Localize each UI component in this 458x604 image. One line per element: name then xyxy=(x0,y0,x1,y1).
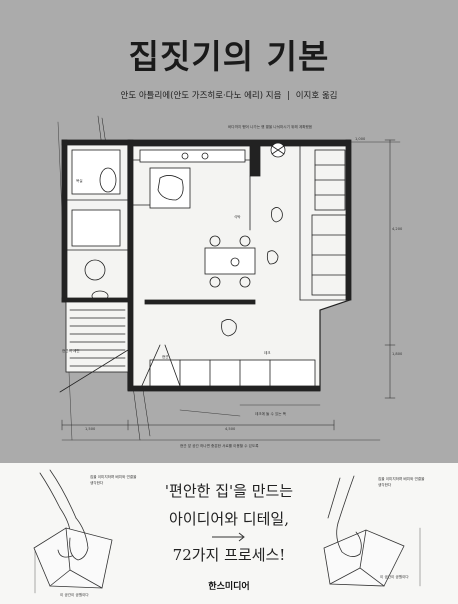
svg-text:4,200: 4,200 xyxy=(392,227,403,231)
svg-text:4,500: 4,500 xyxy=(225,427,236,431)
tagline-line-3: 72가지 프로세스! xyxy=(172,546,286,564)
tagline-line-2: 아이디어와 디테일, xyxy=(169,510,289,528)
book-title: 집짓기의 기본 xyxy=(128,37,330,76)
translator-role: 옮김 xyxy=(321,91,338,101)
svg-text:1,500: 1,500 xyxy=(85,427,96,431)
svg-text:현관: 현관 xyxy=(162,354,169,359)
translator-name: 이지호 xyxy=(295,91,320,101)
hand-holding-model-right: 집을 이미지하며 배치와 연결을 생각한다 이 공간이 공원이다 xyxy=(323,475,425,587)
svg-text:1,000: 1,000 xyxy=(355,137,366,141)
author-line: 안도 아틀리에(안도 가즈히로·다노 에리) 지음 | 이지호 옮김 xyxy=(0,89,458,101)
publisher-logo: 한스미디어 xyxy=(208,582,250,592)
svg-text:이 공간이 공원이다: 이 공간이 공원이다 xyxy=(380,574,409,579)
svg-text:데크에 둘 수 있는 폭: 데크에 둘 수 있는 폭 xyxy=(255,411,287,416)
svg-text:집을 이미지하며 배치와 연결을: 집을 이미지하며 배치와 연결을 xyxy=(378,476,425,481)
author-names: 안도 아틀리에(안도 가즈히로·다노 에리) xyxy=(120,91,264,101)
svg-text:바다까지 뻗어 나가는 햇 볕을 나눠마시기 위해 계획했음: 바다까지 뻗어 나가는 햇 볕을 나눠마시기 위해 계획했음 xyxy=(228,124,313,129)
svg-text:집을 이미지하며 배치와 연결을: 집을 이미지하며 배치와 연결을 xyxy=(90,474,137,479)
svg-text:식탁: 식탁 xyxy=(234,214,241,219)
svg-text:생각한다: 생각한다 xyxy=(90,480,104,485)
svg-text:데크: 데크 xyxy=(264,350,271,355)
author-role: 지음 xyxy=(265,91,282,101)
svg-text:생각한다: 생각한다 xyxy=(378,482,392,487)
author-separator: | xyxy=(287,91,290,101)
floor-plan-illustration: 바다까지 뻗어 나가는 햇 볕을 나눠마시기 위해 계획했음 욕실 현관 식탁 … xyxy=(57,115,403,448)
arrow-right-icon xyxy=(212,532,245,542)
svg-text:현관의 계단: 현관의 계단 xyxy=(62,348,80,353)
svg-text:이 공간이 공원이다: 이 공간이 공원이다 xyxy=(60,592,89,597)
tagline-line-1: '편안한 집'을 만드는 xyxy=(164,482,294,500)
svg-text:현관 앞 공간 하나면 충분한 서로를 이용할 수 있도록: 현관 앞 공간 하나면 충분한 서로를 이용할 수 있도록 xyxy=(180,443,259,448)
svg-text:1,800: 1,800 xyxy=(392,352,403,356)
svg-text:욕실: 욕실 xyxy=(76,178,83,183)
hand-holding-model-left: 집을 이미지하며 배치와 연결을 생각한다 이 공간이 공원이다 xyxy=(33,469,137,597)
